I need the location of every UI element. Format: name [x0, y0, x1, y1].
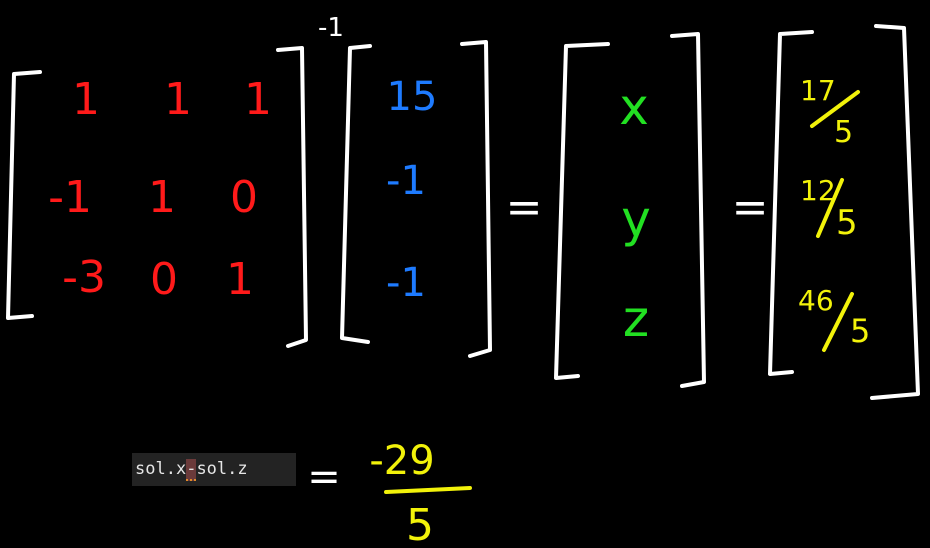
matrix-a-cell: 1	[72, 74, 100, 125]
matrix-a-cell: -1	[48, 172, 92, 223]
result-numerator: -29	[369, 438, 434, 484]
unknown-cell: y	[621, 190, 651, 248]
matrix-a-cell: 1	[148, 172, 176, 223]
matrix-a-cell: -3	[62, 252, 106, 303]
code-expression-box: sol.x-sol.z	[132, 453, 296, 486]
vector-b-left-bracket	[340, 44, 372, 344]
matrix-a-left-bracket	[6, 70, 42, 320]
solution-denominator: 5	[850, 312, 870, 350]
unknown-cell: z	[623, 290, 649, 348]
vector-b-cell: -1	[386, 260, 426, 306]
vector-b-cell: -1	[386, 158, 426, 204]
matrix-a-cell: 1	[244, 74, 272, 125]
unknown-cell: x	[619, 78, 649, 136]
matrix-a-cell: 1	[164, 74, 192, 125]
solution-numerator: 17	[800, 74, 836, 107]
equals-sign-1: =	[506, 182, 543, 233]
code-token-pre: sol.x	[135, 459, 187, 479]
matrix-a-right-bracket	[276, 46, 308, 348]
result-fraction-bar	[384, 486, 472, 494]
matrix-a-cell: 0	[230, 172, 258, 223]
vector-b-right-bracket	[460, 40, 492, 358]
vector-b-cell: 15	[387, 74, 438, 120]
solution-denominator: 5	[834, 115, 853, 150]
code-token-highlight: -	[186, 459, 197, 481]
inverse-exponent: -1	[318, 13, 344, 43]
solution-numerator: 12	[800, 174, 836, 207]
solutions-right-bracket	[870, 24, 920, 400]
unknowns-left-bracket	[554, 42, 610, 380]
solution-numerator: 46	[798, 284, 834, 317]
solution-denominator: 5	[836, 203, 858, 243]
result-denominator: 5	[406, 500, 434, 548]
equals-sign-2: =	[732, 182, 769, 233]
equals-sign-3: =	[307, 454, 341, 500]
unknowns-right-bracket	[670, 32, 706, 388]
code-token-post: sol.z	[196, 459, 248, 479]
matrix-a-cell: 0	[150, 254, 178, 305]
solution-fraction-slash	[822, 292, 854, 352]
solution-fraction-slash	[816, 178, 844, 238]
solution-fraction-slash	[810, 90, 860, 128]
solutions-left-bracket	[768, 30, 814, 376]
matrix-a-cell: 1	[226, 254, 254, 305]
